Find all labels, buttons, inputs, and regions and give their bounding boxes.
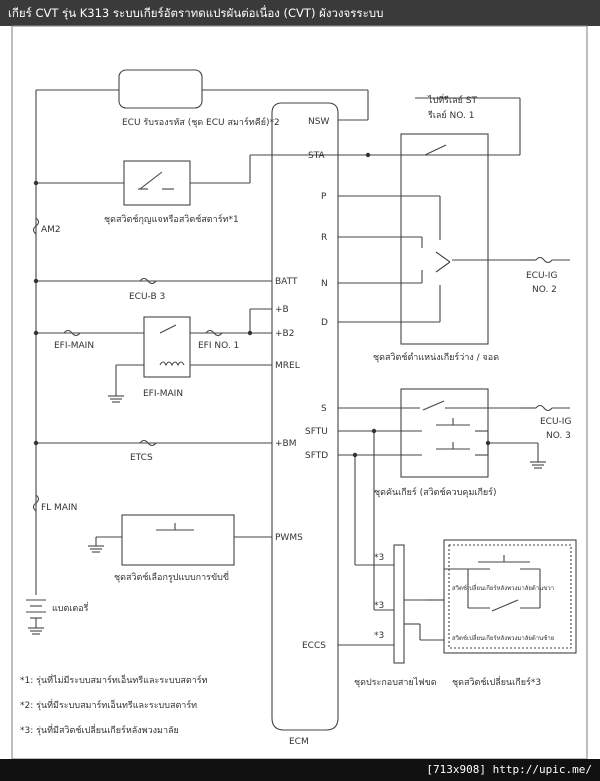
fuse-ecuig3-icon [535, 404, 553, 412]
ecu-ig-no2-label-b: NO. 2 [532, 285, 557, 295]
page-title: เกียร์ CVT รุ่น K313 ระบบเกียร์อัตราทดแป… [8, 6, 384, 20]
paddle-right-label: สวิตช์เปลี่ยนเกียร์หลังพวงมาลัยด้านขวา [452, 584, 554, 592]
ecu-b3-label: ECU-B 3 [129, 292, 165, 302]
pin-sftu: SFTU [305, 427, 328, 437]
pin-plus-bm: +BM [275, 439, 296, 449]
star3-label-b: *3 [374, 601, 384, 611]
fuse-ecub3-icon [139, 277, 157, 285]
fuse-ecuig2-icon [535, 256, 553, 264]
ecu-ig-no3-label-a: ECU-IG [540, 417, 571, 427]
fl-main-label: FL MAIN [41, 503, 77, 513]
efi-main-relay-label: EFI-MAIN [143, 389, 183, 399]
pin-p: P [321, 192, 327, 202]
footer-bar: [713x908] http://upic.me/ [0, 759, 600, 781]
star3-label-c: *3 [374, 631, 384, 641]
pin-d: D [321, 318, 328, 328]
pin-plus-b: +B [275, 305, 289, 315]
fuse-flmain-icon [32, 494, 40, 512]
note-2: *2: รุ่นที่มีระบบสมาร์ทเอ็นทรีและระบบสตา… [20, 698, 197, 711]
fuse-efino1-icon [205, 329, 223, 337]
paddle-left-label: สวิตช์เปลี่ยนเกียร์หลังพวงมาลัยด้านซ้าย [452, 634, 554, 642]
junction-dots [33, 152, 491, 458]
note-1: *1: รุ่นที่ไม่มีระบบสมาร์ทเอ็นทรีและระบบ… [20, 673, 208, 686]
ecu-id-label: ECU รับรองรหัส (ชุด ECU สมาร์ทคีย์)*2 [122, 116, 280, 128]
ignition-switch-label: ชุดสวิตช์กุญแจหรือสวิตช์สตาร์ท*1 [104, 213, 239, 225]
fuse-efimain-icon [63, 329, 81, 337]
relay-no1-label: รีเลย์ NO. 1 [428, 109, 475, 121]
ecu-ig-no2-label-a: ECU-IG [526, 271, 557, 281]
note-3: *3: รุ่นที่มีสวิตช์เปลี่ยนเกียร์หลังพวงม… [20, 723, 179, 736]
efi-no1-label: EFI NO. 1 [198, 341, 239, 351]
pin-sta: STA [308, 151, 326, 161]
drive-mode-switch-label: ชุดสวิตช์เลือกรูปแบบการขับขี่ [114, 570, 229, 583]
pin-eccs: ECCS [302, 641, 326, 651]
etcs-label: ETCS [130, 453, 153, 463]
pin-batt: BATT [275, 277, 298, 287]
pin-mrel: MREL [275, 361, 300, 371]
efi-main-fuse-label: EFI-MAIN [54, 341, 94, 351]
paddle-switch-label: ชุดสวิตช์เปลี่ยนเกียร์*3 [452, 675, 541, 688]
pin-r: R [321, 233, 327, 243]
battery-label: แบตเตอรี่ [52, 601, 89, 614]
relay-coil [159, 361, 185, 367]
park-neutral-switch-label: ชุดสวิตช์ตำแหน่งเกียร์ว่าง / จอด [373, 351, 499, 363]
ecu-ig-no3-label-b: NO. 3 [546, 431, 571, 441]
watermark-link[interactable]: [713x908] http://upic.me/ [426, 763, 592, 776]
shift-lever-label: ชุดคันเกียร์ (สวิตช์ควบคุมเกียร์) [374, 486, 497, 498]
fuse-am2-icon [32, 217, 40, 235]
star3-label-a: *3 [374, 553, 384, 563]
pin-s: S [321, 404, 327, 414]
spiral-cable-label: ชุดประกอบสายไฟขด [354, 677, 437, 688]
pin-n: N [321, 279, 328, 289]
st-relay-label: ไปที่รีเลย์ ST [427, 93, 477, 106]
am2-label: AM2 [41, 225, 61, 235]
pin-plus-b2: +B2 [275, 329, 294, 339]
pin-nsw: NSW [308, 117, 329, 127]
pin-pwms: PWMS [275, 533, 303, 543]
pin-sftd: SFTD [305, 451, 328, 461]
ecm-label: ECM [289, 737, 309, 747]
header-bar: เกียร์ CVT รุ่น K313 ระบบเกียร์อัตราทดแป… [0, 0, 600, 26]
fuse-etcs-icon [139, 439, 157, 447]
